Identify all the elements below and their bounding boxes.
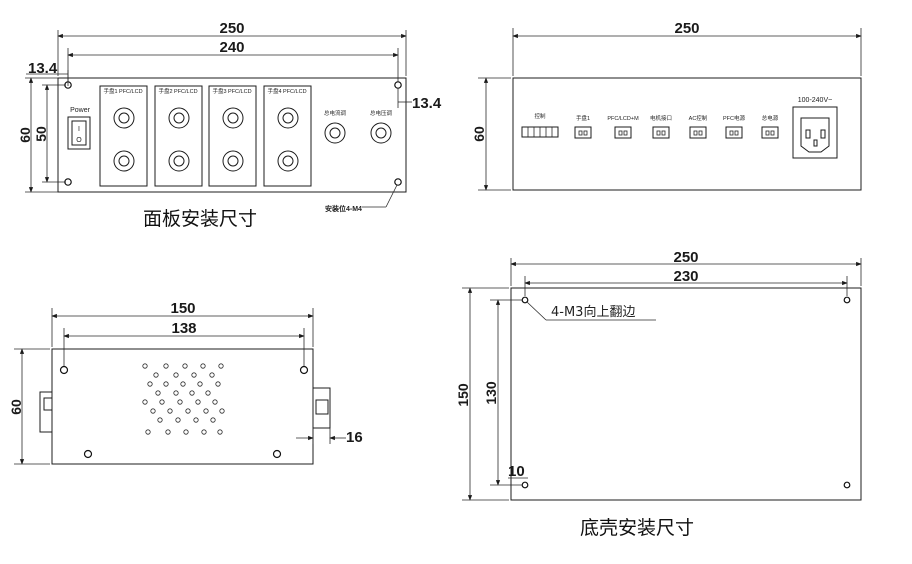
connector-5-label: AC控制 (689, 114, 708, 122)
hole-note-leader (526, 301, 547, 321)
knob-group-2-label: 手盘2 PFC/LCD (158, 87, 197, 95)
connector-3 (614, 126, 632, 139)
connector-7 (761, 126, 779, 139)
knob-1a[interactable] (113, 107, 135, 129)
side-height-label: 60 (8, 399, 24, 415)
vent-hole-pattern (142, 363, 225, 435)
power-switch-off-mark: O (76, 137, 82, 144)
bottom-hole-tl (521, 296, 529, 304)
panel-mount-hole-br (394, 178, 402, 186)
knob-group-4: 手盘4 PFC/LCD (263, 85, 312, 187)
side-hole-tr (299, 365, 309, 375)
knob-4a[interactable] (277, 107, 299, 129)
knob-group-4-label: 手盘4 PFC/LCD (267, 87, 306, 95)
single-knob-1[interactable] (324, 122, 346, 144)
knob-group-1: 手盘1 PFC/LCD (99, 85, 148, 187)
knob-group-3-label: 手盘3 PFC/LCD (212, 87, 251, 95)
knob-3a[interactable] (222, 107, 244, 129)
panel-width-outer-label: 250 (219, 20, 244, 37)
panel-height-inner-label: 50 (33, 126, 49, 142)
knob-1b[interactable] (113, 150, 135, 172)
bottom-offset-label: 10 (508, 463, 525, 480)
rear-width-label: 250 (674, 20, 699, 37)
knob-4b[interactable] (277, 150, 299, 172)
connector-4-label: 电机接口 (650, 114, 672, 122)
panel-offset-right-label: 13.4 (412, 95, 442, 112)
connector-4 (652, 126, 670, 139)
side-width-outer-label: 150 (170, 300, 195, 317)
mount-hole-leader (385, 184, 398, 208)
bottom-height-inner-label: 130 (483, 381, 499, 405)
bottom-hole-bl (521, 481, 529, 489)
connector-3-label: PFC/LCD+M (607, 116, 639, 122)
panel-width-inner-label: 240 (219, 39, 244, 56)
connector-7-label: 总电源 (762, 114, 779, 122)
panel-view: 250 240 13.4 13.4 60 50 Power I O (17, 20, 442, 230)
panel-caption: 面板安装尺寸 (143, 208, 257, 230)
rear-outline (512, 77, 862, 191)
side-hole-bl (83, 449, 93, 459)
bottom-width-outer-label: 250 (673, 249, 698, 266)
bottom-hole-tr (843, 296, 851, 304)
power-switch-on-mark: I (78, 126, 80, 133)
panel-offset-left-label: 13.4 (28, 60, 58, 77)
side-depth-label: 16 (346, 429, 363, 446)
bottom-width-inner-label: 230 (673, 268, 698, 285)
side-hole-br (272, 449, 282, 459)
mount-hole-label: 安装位4-M4 (325, 204, 362, 213)
side-view: 150 138 60 16 (8, 300, 363, 465)
side-left-protrusion (39, 391, 53, 433)
bottom-view: 250 230 150 130 10 4-M3向上翻边 底壳安装尺寸 (455, 249, 862, 539)
knob-3b[interactable] (222, 150, 244, 172)
side-width-inner-label: 138 (171, 320, 196, 337)
single-knob-2[interactable] (370, 122, 392, 144)
panel-outline (57, 77, 407, 193)
ac-inlet-label: 100-240V~ (798, 97, 832, 104)
bottom-height-outer-label: 150 (455, 383, 471, 407)
knob-group-3: 手盘3 PFC/LCD (208, 85, 257, 187)
bottom-outline (510, 287, 862, 501)
side-hole-tl (59, 365, 69, 375)
ac-inlet (792, 106, 838, 159)
bottom-hole-br (843, 481, 851, 489)
knob-2a[interactable] (168, 107, 190, 129)
power-switch-rocker[interactable] (71, 120, 87, 146)
connector-5 (689, 126, 707, 139)
single-knob-2-label: 总电压调 (370, 109, 393, 117)
connector-2-label: 手盘1 (576, 114, 590, 122)
rear-view: 250 60 控制 手盘1 PFC/LCD+M 电机接口 AC控制 PFC电源 … (471, 20, 862, 191)
knob-group-2: 手盘2 PFC/LCD (154, 85, 203, 187)
connector-1-label: 控制 (534, 112, 546, 120)
connector-6 (725, 126, 743, 139)
connector-6-label: PFC电源 (723, 114, 746, 122)
power-label: Power (70, 107, 91, 114)
knob-2b[interactable] (168, 150, 190, 172)
knob-group-1-label: 手盘1 PFC/LCD (103, 87, 142, 95)
side-right-protrusion (312, 387, 331, 429)
single-knob-1-label: 总电流调 (324, 109, 347, 117)
power-switch[interactable] (67, 116, 91, 150)
hole-note-label: 4-M3向上翻边 (551, 304, 635, 320)
panel-mount-hole-tr (394, 81, 402, 89)
rear-height-label: 60 (471, 126, 487, 142)
connector-2 (574, 126, 592, 139)
bottom-caption: 底壳安装尺寸 (580, 517, 694, 539)
panel-height-outer-label: 60 (17, 127, 33, 143)
